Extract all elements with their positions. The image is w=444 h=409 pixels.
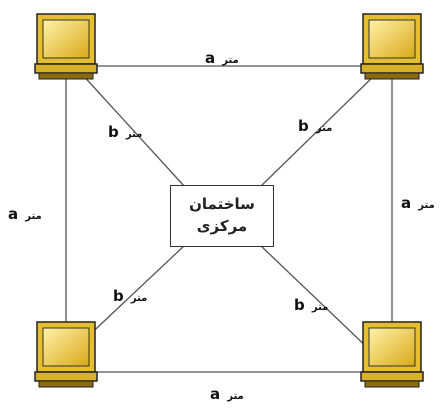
label-diag-tl-unit: متر [125, 129, 143, 140]
label-right: a متر [401, 193, 435, 212]
label-diag-bottom-left: b متر [113, 286, 147, 305]
central-building-line2: مرکزی [196, 217, 248, 235]
computer-icon-bottom-right [360, 321, 424, 388]
label-bottom-value: a [210, 385, 221, 403]
label-diag-br-unit: متر [311, 302, 329, 313]
diag-bottom-left [81, 244, 186, 343]
label-bottom-unit: متر [227, 391, 244, 402]
label-diag-tr-unit: متر [315, 123, 333, 134]
label-top: a متر [205, 48, 239, 67]
diag-bottom-right [259, 244, 373, 353]
label-left-unit: متر [25, 211, 42, 222]
computer-icon-top-right [360, 13, 424, 80]
label-diag-tr-value: b [298, 117, 309, 135]
label-diag-bottom-right: b متر [294, 295, 328, 314]
label-diag-top-right: b متر [298, 116, 332, 135]
label-right-unit: متر [418, 200, 435, 211]
label-diag-br-value: b [294, 296, 305, 314]
diag-top-left [79, 71, 186, 188]
label-left: a متر [8, 204, 42, 223]
label-left-value: a [8, 205, 19, 223]
label-bottom: a متر [210, 384, 244, 403]
label-right-value: a [401, 194, 412, 212]
central-building-box: ساختمان مرکزی [170, 185, 274, 247]
central-building-line1: ساختمان [189, 195, 255, 214]
label-top-unit: متر [222, 55, 239, 66]
label-diag-top-left: b متر [108, 122, 142, 141]
computer-icon-top-left [34, 13, 98, 80]
diag-top-right [259, 71, 379, 188]
label-diag-bl-value: b [113, 287, 124, 305]
label-diag-bl-unit: متر [130, 293, 148, 304]
label-top-value: a [205, 49, 216, 67]
label-diag-tl-value: b [108, 123, 119, 141]
computer-icon-bottom-left [34, 321, 98, 388]
